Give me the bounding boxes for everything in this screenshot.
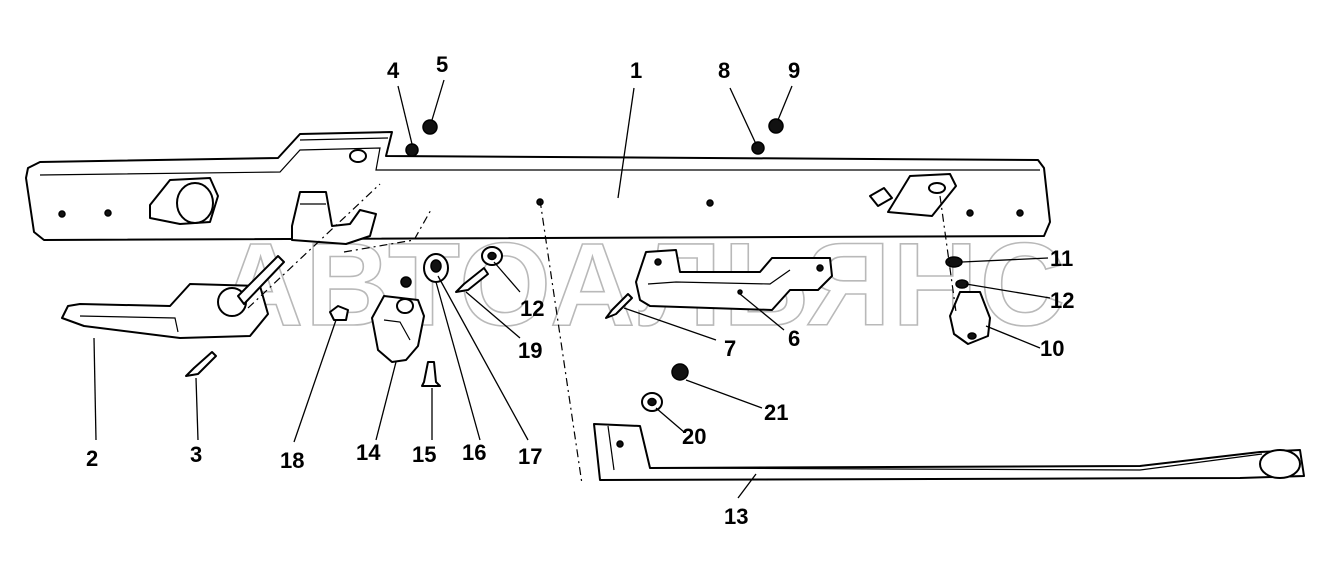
clamp-bracket: [291, 191, 377, 245]
callout-10: 10: [1040, 336, 1064, 361]
callout-8: 8: [718, 58, 730, 83]
part-16-bushing: [423, 253, 449, 283]
rail-bumper-left: [149, 177, 219, 225]
part-6-channel-bracket: [635, 249, 833, 311]
callout-14: 14: [356, 440, 381, 465]
callout-6: 6: [788, 326, 800, 351]
part-19-bolt: [455, 267, 489, 293]
callout-labels: 1 2 3 4 5 6 7 8 9 10 11 12 12 13 14 15 1…: [86, 52, 1074, 529]
callout-17: 17: [518, 444, 542, 469]
part-10-bumper: [949, 291, 991, 345]
leader-lines: [93, 79, 1051, 499]
callout-5: 5: [436, 52, 448, 77]
nut-small: [400, 276, 412, 288]
assembly-lines: [247, 183, 957, 485]
part-14-bracket: [371, 295, 425, 363]
part-13-strap: [593, 423, 1305, 481]
part-8-nut: [751, 141, 765, 155]
part-7-bolt: [605, 293, 633, 319]
callout-9: 9: [788, 58, 800, 83]
callout-18: 18: [280, 448, 304, 473]
callout-11: 11: [1050, 246, 1073, 271]
callout-21: 21: [764, 400, 788, 425]
callout-3: 3: [190, 442, 202, 467]
part-12-washer-left: [481, 246, 503, 266]
callout-16: 16: [462, 440, 486, 465]
part-1-main-rail: [25, 131, 1051, 241]
part-20-washer: [641, 392, 663, 412]
part-15-screw: [421, 361, 441, 387]
part-5-nut: [422, 119, 438, 135]
callout-20: 20: [682, 424, 706, 449]
part-4-nut: [405, 143, 419, 157]
callout-4: 4: [387, 58, 400, 83]
part-2-lever-handle: [61, 255, 285, 339]
callout-13: 13: [724, 504, 748, 529]
callout-19: 19: [518, 338, 542, 363]
part-21-nut: [671, 363, 689, 381]
part-3-bolt: [185, 351, 217, 377]
part-11-nut: [945, 256, 963, 268]
callout-12-left: 12: [520, 296, 544, 321]
callout-15: 15: [412, 442, 436, 467]
callout-12-right: 12: [1050, 288, 1074, 313]
callout-2: 2: [86, 446, 98, 471]
part-18-sleeve: [329, 305, 349, 321]
callout-7: 7: [724, 336, 736, 361]
callout-1: 1: [630, 58, 642, 83]
rail-bumper-right: [869, 173, 957, 217]
part-9-nut: [768, 118, 784, 134]
